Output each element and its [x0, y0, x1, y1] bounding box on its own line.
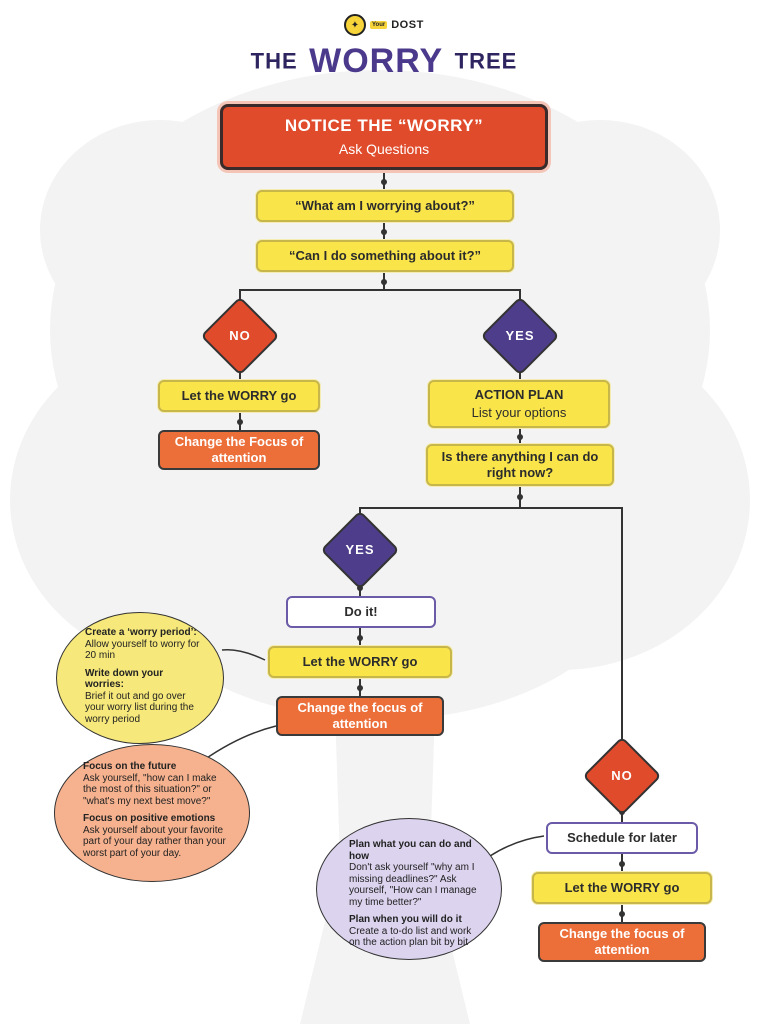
action-plan-box: ACTION PLAN List your options [428, 380, 610, 428]
note-worry-period-heading: Create a ‘worry period’: [85, 627, 197, 638]
let-worry-go-3-box: Let the WORRY go [532, 872, 712, 904]
notice-title: NOTICE THE “WORRY” [284, 116, 484, 136]
change-focus-box: Change the Focus of attention [158, 430, 320, 470]
notice-worry-box: NOTICE THE “WORRY” Ask Questions [220, 104, 548, 170]
title-prefix: THE [250, 48, 298, 74]
decision-no-2-label: NO [611, 768, 633, 783]
title-main: WORRY [309, 42, 444, 80]
change-focus-2-box: Change the focus of attention [276, 696, 444, 736]
decision-no-label: NO [229, 328, 251, 343]
let-worry-go-2-box: Let the WORRY go [268, 646, 452, 678]
question-what-worrying: “What am I worrying about?” [256, 190, 514, 222]
title-suffix: TREE [454, 48, 518, 74]
note-positive-text: Ask yourself about your favorite part of… [83, 824, 226, 859]
notice-subtitle: Ask Questions [338, 140, 430, 157]
brand-logo: ✦ Your DOST [344, 13, 424, 37]
note-worry-period: Create a ‘worry period’:Allow yourself t… [56, 612, 224, 744]
question-can-i-do-something: “Can I do something about it?” [256, 240, 514, 272]
note-future-heading: Focus on the future [83, 761, 177, 772]
note-positive-heading: Focus on positive emotions [83, 813, 216, 824]
page-title: THE WORRY TREE [0, 42, 768, 81]
logo-name: DOST [391, 19, 424, 31]
schedule-later-box: Schedule for later [546, 822, 698, 854]
note-plan-when-heading: Plan when you will do it [349, 914, 462, 925]
let-worry-go-box: Let the WORRY go [158, 380, 320, 412]
logo-icon: ✦ [344, 14, 366, 36]
decision-yes-label: YES [505, 328, 535, 343]
note-worry-period-text: Allow yourself to worry for 20 min [85, 638, 200, 662]
decision-yes-2-label: YES [345, 542, 375, 557]
note-future-text: Ask yourself, "how can I make the most o… [83, 772, 217, 807]
change-focus-3-box: Change the focus of attention [538, 922, 706, 962]
logo-badge: Your [370, 21, 388, 29]
note-plan-how-heading: Plan what you can do and how [349, 839, 472, 862]
do-it-box: Do it! [286, 596, 436, 628]
right-now-question-box: Is there anything I can do right now? [426, 444, 614, 486]
note-plan-when-text: Create a to-do list and work on the acti… [349, 925, 472, 949]
action-plan-subtitle: List your options [471, 405, 567, 420]
note-plan-how-text: Don't ask yourself "why am I missing dea… [349, 862, 477, 908]
note-write-down-heading: Write down your worries: [85, 667, 164, 691]
action-plan-title: ACTION PLAN [474, 387, 564, 403]
note-write-down-text: Brief it out and go over your worry list… [85, 690, 194, 725]
